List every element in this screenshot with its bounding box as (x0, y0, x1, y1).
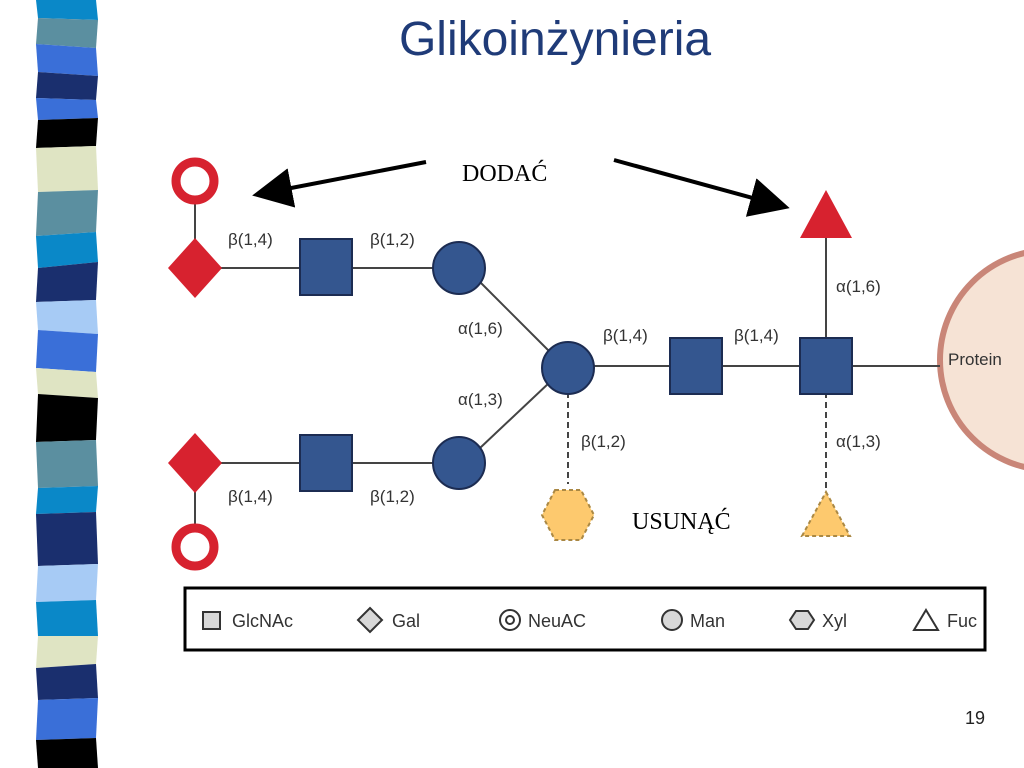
add-callout: DODAĆ (462, 160, 547, 187)
fuc-remove-triangle (800, 489, 852, 537)
glcnac-core-square-1 (669, 337, 723, 395)
legend-glcnac-label: GlcNAc (232, 611, 293, 631)
bond-lower-branch (479, 381, 551, 449)
remove-callout: USUNĄĆ (632, 508, 731, 535)
legend-man-label: Man (690, 611, 725, 631)
protein-label: Protein (948, 350, 1002, 369)
legend: GlcNAc Gal NeuAC Man Xyl Fuc (183, 586, 987, 652)
glcnac-core-square-2 (799, 337, 853, 395)
man-bottom-circle (432, 436, 486, 490)
decorative-stripe (0, 0, 120, 768)
linkage-bottom-glcnac-man: β(1,2) (370, 487, 415, 506)
legend-neuac-inner-icon (505, 615, 515, 625)
linkage-core-man-glcnac: β(1,4) (603, 326, 648, 345)
page-number: 19 (964, 708, 986, 728)
legend-xyl-label: Xyl (822, 611, 847, 631)
fuc-add-triangle (800, 190, 852, 238)
add-arrow-right (613, 158, 790, 217)
legend-xyl-icon (788, 610, 816, 630)
legend-gal-icon (356, 606, 384, 634)
linkage-top-glcnac-man: β(1,2) (370, 230, 415, 249)
linkage-upper-branch: α(1,6) (458, 319, 503, 338)
linkage-bottom-gal-glcnac: β(1,4) (228, 487, 273, 506)
legend-neuac-label: NeuAC (528, 611, 586, 631)
xyl-remove-hexagon (540, 489, 596, 541)
glcnac-top-square (299, 238, 353, 296)
linkage-fuc-bottom: α(1,3) (836, 432, 881, 451)
glcnac-bottom-square (299, 434, 353, 492)
glycan-diagram: Protein DODAĆ USUNĄĆ (168, 157, 1024, 652)
linkage-core-glcnac-glcnac: β(1,4) (734, 326, 779, 345)
gal-top-diamond (168, 238, 222, 298)
legend-glcnac-icon (202, 611, 221, 630)
slide-title: Glikoinżynieria (398, 13, 712, 66)
residues (168, 157, 853, 571)
legend-fuc-icon (912, 608, 940, 631)
glycan-figure: Protein DODAĆ USUNĄĆ (110, 120, 1024, 668)
man-top-circle (432, 241, 486, 295)
gal-bottom-diamond (168, 433, 222, 493)
legend-man-icon (661, 609, 683, 631)
stripe-bands (36, 0, 98, 768)
neuac-bottom-ring (171, 523, 219, 571)
legend-fuc-label: Fuc (947, 611, 977, 631)
legend-gal-label: Gal (392, 611, 420, 631)
linkage-xyl: β(1,2) (581, 432, 626, 451)
neuac-top-ring (171, 157, 219, 205)
linkage-labels: β(1,4) β(1,2) α(1,6) α(1,3) β(1,4) β(1,4… (228, 230, 881, 506)
add-arrow-left (252, 160, 427, 208)
linkage-lower-branch: α(1,3) (458, 390, 503, 409)
linkage-fuc-top: α(1,6) (836, 277, 881, 296)
protein-shape (937, 250, 1024, 470)
bond-upper-branch (479, 281, 551, 353)
man-core-circle (541, 341, 595, 395)
linkage-top-gal-glcnac: β(1,4) (228, 230, 273, 249)
legend-box (183, 586, 987, 652)
legend-neuac-icon (499, 609, 521, 631)
